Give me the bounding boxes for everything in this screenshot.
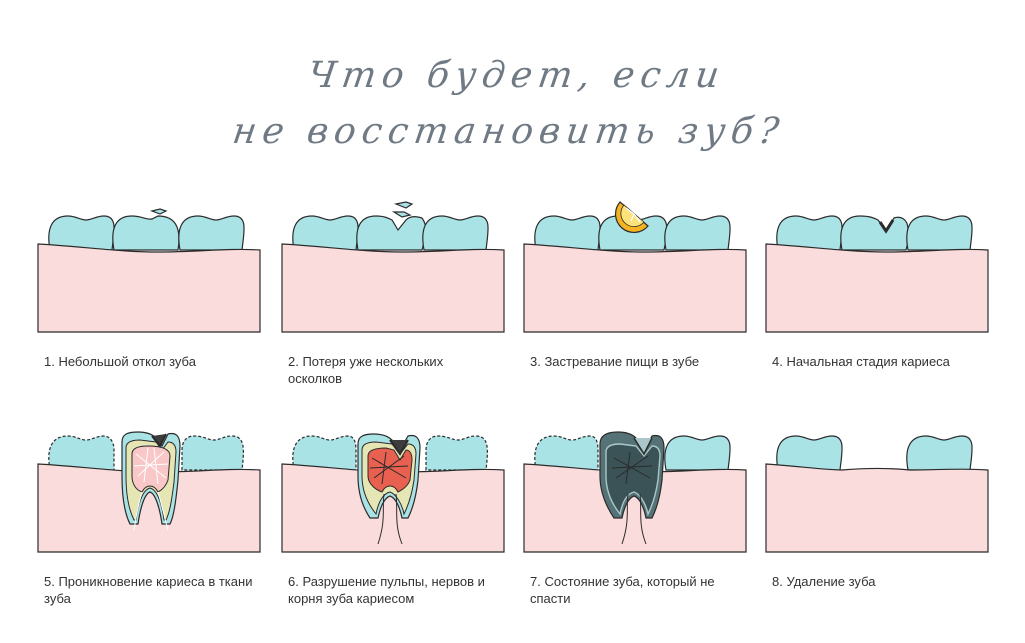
root-nerve-right bbox=[157, 491, 169, 531]
root-nerve-right bbox=[395, 493, 403, 545]
tooth-2 bbox=[840, 215, 909, 251]
tooth-1 bbox=[776, 215, 843, 251]
tooth-chip-fragment-1 bbox=[393, 201, 414, 209]
gum bbox=[281, 243, 505, 333]
step-5-caption: 5. Проникновение кариеса в ткани зуба bbox=[44, 574, 253, 606]
step-6-illustration bbox=[281, 420, 505, 553]
root-nerve-left bbox=[377, 493, 385, 545]
tooth-chip-fragment-2 bbox=[391, 211, 412, 218]
tooth-3 bbox=[178, 215, 245, 251]
gum bbox=[765, 243, 989, 333]
tooth-cross-section bbox=[357, 433, 421, 545]
neighbor-tooth-left bbox=[48, 435, 115, 471]
step-2-caption: 2. Потеря уже нескольких осколков bbox=[288, 354, 444, 386]
step-3-caption: 3. Застревание пищи в зубе bbox=[530, 354, 700, 369]
neighbor-tooth-left bbox=[292, 435, 357, 471]
gum bbox=[765, 463, 989, 553]
step-4-illustration bbox=[765, 200, 989, 333]
step-2-illustration bbox=[281, 200, 505, 333]
tooth-nerves bbox=[133, 447, 169, 485]
step-8-illustration bbox=[765, 420, 989, 553]
tooth-2 bbox=[356, 215, 427, 251]
step-1-illustration bbox=[37, 200, 261, 333]
lemon-slice-food bbox=[614, 201, 649, 234]
neighbor-tooth-left bbox=[534, 435, 599, 471]
title-line-1: Что будет, если bbox=[305, 55, 728, 96]
step-7-caption: 7. Состояние зуба, который не спасти bbox=[530, 574, 715, 606]
step-8-caption: 8. Удаление зуба bbox=[772, 574, 876, 589]
tooth-pulp bbox=[131, 445, 171, 493]
caries-spot bbox=[878, 219, 895, 234]
step-5-illustration bbox=[37, 420, 261, 553]
step-6-caption: 6. Разрушение пульпы, нервов и корня зуб… bbox=[288, 574, 485, 606]
neighbor-tooth-right bbox=[425, 435, 489, 471]
page-title: Что будет, если не восстановить зуб? bbox=[0, 48, 1025, 160]
tooth-1 bbox=[292, 215, 359, 251]
tooth-nerves bbox=[369, 451, 409, 485]
title-line-2: не восстановить зуб? bbox=[229, 111, 788, 152]
tooth-3 bbox=[906, 435, 973, 471]
neighbor-tooth-right bbox=[181, 435, 245, 471]
tooth-3 bbox=[906, 215, 973, 251]
step-3-illustration bbox=[523, 200, 747, 333]
gum bbox=[37, 243, 261, 333]
step-4-caption: 4. Начальная стадия кариеса bbox=[772, 354, 950, 369]
tooth-3 bbox=[422, 215, 489, 251]
tooth-1 bbox=[48, 215, 115, 251]
tooth-pulp-destroyed bbox=[367, 447, 413, 493]
tooth-cross-section bbox=[121, 431, 181, 531]
caries-spot bbox=[633, 437, 653, 456]
step-1-caption: 1. Небольшой откол зуба bbox=[44, 354, 196, 369]
tooth-1 bbox=[534, 215, 601, 251]
neighbor-tooth-right bbox=[664, 435, 731, 471]
tooth-2 bbox=[112, 215, 180, 251]
tooth-chip-fragment bbox=[149, 208, 168, 215]
root-nerve-left bbox=[621, 493, 629, 545]
tooth-nerves bbox=[611, 451, 653, 485]
root-nerve-left bbox=[133, 491, 143, 531]
tooth-1 bbox=[776, 435, 843, 471]
tooth-3 bbox=[664, 215, 731, 251]
caries-spot bbox=[151, 433, 167, 448]
gum bbox=[523, 243, 747, 333]
tooth-cross-section-dead bbox=[599, 431, 665, 545]
caries-spot bbox=[389, 439, 409, 456]
root-nerve-right bbox=[639, 493, 647, 545]
step-7-illustration bbox=[523, 420, 747, 553]
